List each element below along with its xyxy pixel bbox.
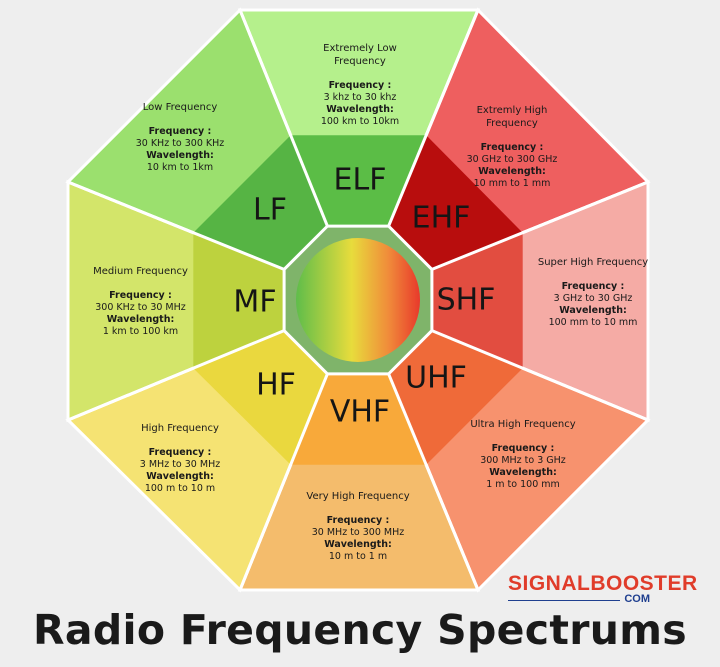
segment-mf-inner bbox=[193, 232, 285, 369]
spacer bbox=[452, 130, 572, 142]
segment-name: Very High Frequency bbox=[306, 491, 410, 502]
segment-name: Medium Frequency bbox=[93, 266, 188, 277]
segment-divider bbox=[387, 373, 480, 591]
wavelength-value: 100 km to 10km bbox=[320, 116, 400, 127]
segment-name: Low Frequency bbox=[142, 102, 218, 113]
segment-uhf-inner bbox=[388, 330, 523, 465]
frequency-label: Frequency : bbox=[326, 515, 390, 526]
signalbooster-logo: SIGNALBOOSTER COM bbox=[508, 572, 698, 605]
frequency-value: 3 khz to 30 khz bbox=[323, 92, 397, 103]
segment-ehf-abbr: EHF bbox=[411, 200, 471, 236]
wavelength-label: Wavelength: bbox=[478, 166, 546, 177]
segment-shf-inner bbox=[431, 232, 523, 369]
segment-ehf-inner bbox=[388, 135, 523, 270]
frequency-value: 30 MHz to 300 MHz bbox=[311, 527, 405, 538]
frequency-label: Frequency : bbox=[148, 126, 212, 137]
frequency-label: Frequency : bbox=[561, 281, 625, 292]
segment-divider bbox=[431, 329, 649, 422]
spacer bbox=[448, 431, 598, 443]
frequency-label: Frequency : bbox=[328, 80, 392, 91]
frequency-value: 30 GHz to 300 GHz bbox=[466, 154, 558, 165]
wavelength-value: 100 mm to 10 mm bbox=[548, 317, 638, 328]
segment-elf-abbr: ELF bbox=[333, 162, 387, 198]
wavelength-label: Wavelength: bbox=[146, 471, 214, 482]
segment-hf-inner bbox=[193, 330, 328, 465]
spacer bbox=[68, 278, 213, 290]
segment-divider bbox=[387, 9, 480, 227]
segment-vhf-abbr: VHF bbox=[329, 394, 391, 430]
wavelength-value: 10 km to 1km bbox=[146, 162, 214, 173]
frequency-value: 300 MHz to 3 GHz bbox=[480, 455, 566, 466]
segment-name: High Frequency bbox=[141, 423, 219, 434]
logo-brand: SIGNALBOOSTER bbox=[508, 572, 698, 595]
frequency-value: 3 GHz to 30 GHz bbox=[553, 293, 633, 304]
frequency-value: 300 KHz to 30 MHz bbox=[95, 302, 186, 313]
wavelength-value: 10 mm to 1 mm bbox=[473, 178, 551, 189]
wavelength-label: Wavelength: bbox=[326, 104, 394, 115]
logo-underline bbox=[508, 600, 620, 601]
segment-name: Frequency bbox=[334, 56, 386, 67]
segment-lf-abbr: LF bbox=[253, 192, 287, 228]
segment-mf-abbr: MF bbox=[233, 284, 277, 320]
frequency-value: 3 MHz to 30 MHz bbox=[139, 459, 221, 470]
frequency-label: Frequency : bbox=[109, 290, 172, 301]
frequency-value: 30 KHz to 300 KHz bbox=[135, 138, 225, 149]
segment-divider bbox=[67, 329, 285, 422]
wavelength-value: 100 m to 10 m bbox=[144, 483, 216, 494]
wavelength-label: Wavelength: bbox=[106, 314, 175, 325]
wavelength-label: Wavelength: bbox=[146, 150, 214, 161]
wavelength-value: 1 m to 100 mm bbox=[486, 479, 560, 490]
segment-uhf-abbr: UHF bbox=[405, 360, 467, 396]
segment-shf-abbr: SHF bbox=[436, 282, 496, 318]
wavelength-label: Wavelength: bbox=[489, 467, 557, 478]
segment-name: Extremely Low bbox=[323, 43, 397, 54]
segment-hf-abbr: HF bbox=[256, 367, 296, 403]
segment-name: Super High Frequency bbox=[537, 257, 649, 268]
segment-lf-inner bbox=[193, 135, 328, 270]
segment-name: Extremly High bbox=[476, 105, 548, 116]
segment-divider bbox=[67, 180, 285, 271]
spacer bbox=[518, 269, 668, 281]
wavelength-label: Wavelength: bbox=[324, 539, 392, 550]
spacer bbox=[120, 435, 240, 447]
wavelength-label: Wavelength: bbox=[559, 305, 627, 316]
center-gradient-circle bbox=[296, 238, 420, 362]
frequency-label: Frequency : bbox=[480, 142, 544, 153]
segment-name: Frequency bbox=[486, 118, 538, 129]
wavelength-value: 10 m to 1 m bbox=[328, 551, 388, 562]
segment-name: Ultra High Frequency bbox=[470, 419, 576, 430]
segment-vhf-inner bbox=[290, 373, 427, 465]
spacer bbox=[283, 503, 433, 515]
logo-domain: COM bbox=[624, 593, 650, 605]
spacer bbox=[300, 68, 420, 80]
frequency-label: Frequency : bbox=[491, 443, 555, 454]
frequency-label: Frequency : bbox=[148, 447, 212, 458]
segment-divider bbox=[238, 373, 329, 591]
spacer bbox=[120, 114, 240, 126]
page-title: Radio Frequency Spectrums bbox=[33, 606, 687, 654]
wavelength-value: 1 km to 100 km bbox=[102, 326, 179, 337]
segment-elf-inner bbox=[290, 135, 427, 227]
segment-divider bbox=[238, 9, 329, 227]
segment-divider bbox=[431, 180, 649, 271]
